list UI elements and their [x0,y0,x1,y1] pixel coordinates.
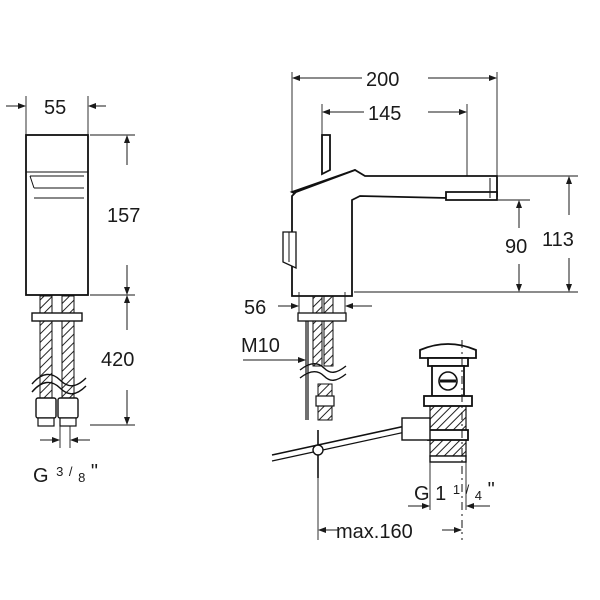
waste-valve [401,340,477,540]
waste-unit: " [488,479,495,501]
popup-rod [271,424,411,478]
hose-length-label: 420 [101,349,134,371]
base-diameter-label: 56 [244,297,266,319]
spout-height-dimension: 90 [354,199,578,293]
svg-text:G 1 1 /: G 1 1 / 4 " [414,477,495,505]
hoses-front [297,295,347,421]
thread-dimension: M10 [241,335,306,363]
waste-den: 4 [475,488,482,503]
waste-connection-dimension: G 1 1 / 4 " [408,462,495,510]
connection-side-dimension: G 3 / 8 " [33,426,98,487]
connection-side-unit: " [91,461,98,483]
max-length-label: max.160 [336,521,413,543]
spout-reach-dimension: 145 [321,103,468,178]
front-view: 200 145 [241,69,578,543]
mixer-body-front [282,134,498,297]
connection-side-slash: / [69,464,73,479]
connection-side-num: 3 [56,464,63,479]
waste-slash: / [466,482,470,497]
base-diameter-dimension: 56 [244,292,372,319]
spout-height-label: 90 [505,236,527,258]
connection-side-main: G [33,465,49,487]
max-length-dimension: max.160 [317,478,462,543]
total-height-label: 113 [542,229,574,251]
height-body-label: 157 [107,205,140,227]
width-side-label: 55 [44,97,66,119]
waste-num: 1 [453,482,460,497]
svg-text:G 3 /: G 3 / 8 " [33,459,98,487]
hose-length-dimension: 420 [90,295,135,426]
waste-main: G 1 [414,483,446,505]
thread-label: M10 [241,335,280,357]
height-dimension: 157 [90,134,140,296]
overall-length-dimension: 200 [291,69,498,192]
overall-length-label: 200 [366,69,399,91]
connection-side-den: 8 [78,470,85,485]
mixer-body-side [25,134,89,296]
total-height-dimension: 113 [498,175,578,292]
spout-reach-label: 145 [368,103,401,125]
width-dimension: 55 [6,96,106,135]
side-view: 55 157 [6,96,140,487]
hoses-side [31,295,87,427]
